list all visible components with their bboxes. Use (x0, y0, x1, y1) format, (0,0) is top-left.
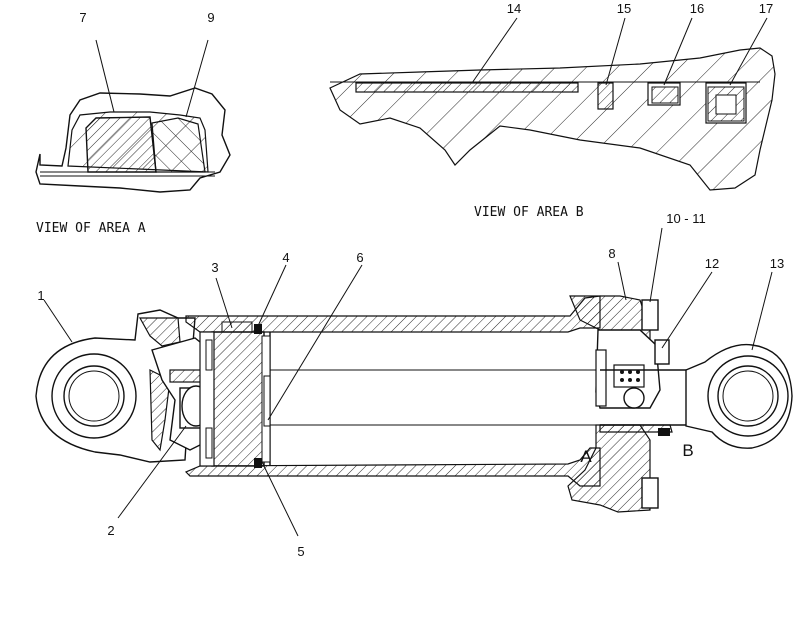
callout-16: 16 (690, 1, 704, 16)
callout-8: 8 (608, 246, 615, 261)
callout-14: 14 (507, 1, 521, 16)
rod-eye-right (685, 343, 793, 449)
area-marker-b: B (682, 441, 693, 460)
piston (199, 321, 271, 468)
callout-4: 4 (282, 250, 289, 265)
view-area-a-caption: VIEW OF AREA A (36, 221, 146, 236)
area-marker-a: A (580, 447, 592, 466)
leader-line-9 (185, 39, 209, 118)
callout-7: 7 (79, 10, 86, 25)
callout-13: 13 (770, 256, 784, 271)
leader-line-17 (729, 17, 768, 86)
leader-line-15 (605, 17, 626, 86)
callout-6: 6 (356, 250, 363, 265)
callout-1: 1 (37, 288, 44, 303)
leader-line-16 (663, 17, 693, 86)
callout-9: 9 (207, 10, 214, 25)
callout-2: 2 (107, 523, 114, 538)
callout-17: 17 (759, 1, 773, 16)
callout-3: 3 (211, 260, 218, 275)
cylinder-assembly (35, 227, 793, 537)
cylinder-head (567, 295, 673, 513)
detail-view-area-b (329, 17, 776, 191)
callout-10-11: 10 - 11 (666, 211, 706, 226)
callout-5: 5 (297, 544, 304, 559)
leader-lines-main (43, 227, 773, 537)
detail-view-area-a (35, 39, 231, 193)
leader-line-14 (471, 17, 518, 84)
callout-15: 15 (617, 1, 631, 16)
rod-end-eye-left (35, 309, 211, 463)
leader-line-7 (95, 39, 115, 113)
callout-12: 12 (705, 256, 719, 271)
piston-rod (600, 369, 700, 426)
view-area-b-caption: VIEW OF AREA B (474, 205, 584, 220)
